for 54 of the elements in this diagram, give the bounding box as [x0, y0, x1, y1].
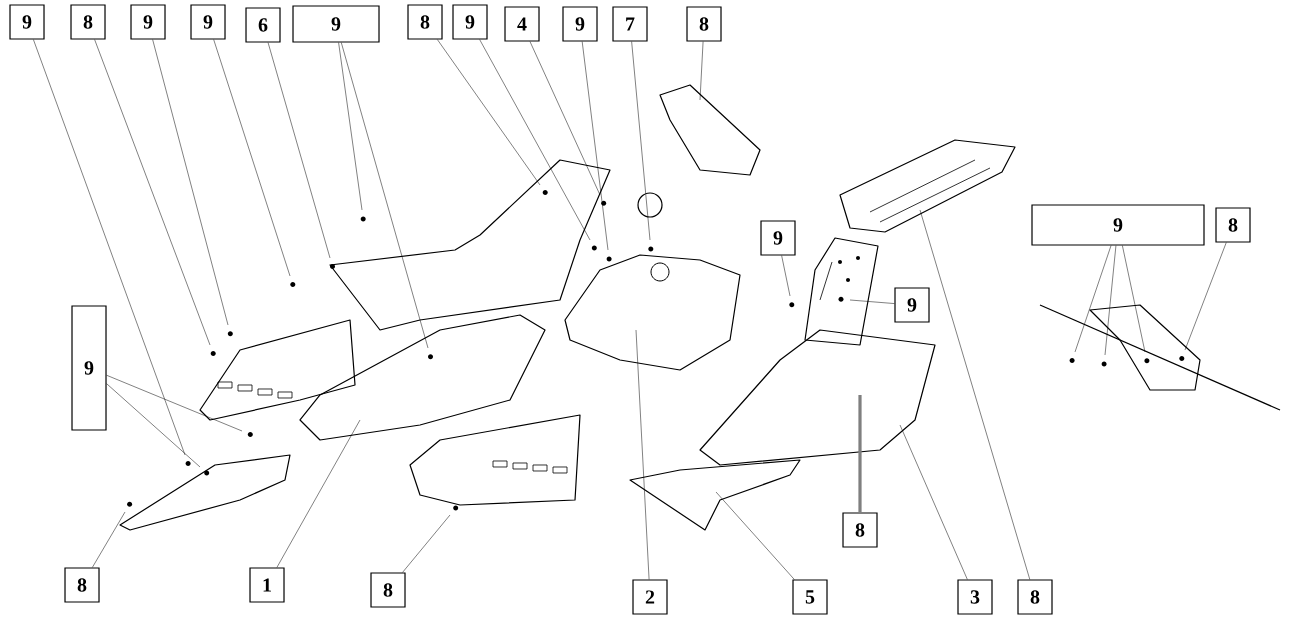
callout-number: 9 — [894, 287, 930, 323]
leader-line — [699, 41, 704, 101]
leader-line — [338, 42, 363, 211]
leader-line — [106, 375, 243, 432]
callout-number: 3 — [957, 579, 993, 615]
callout-number: 8 — [686, 6, 722, 42]
callout-number: 8 — [842, 512, 878, 548]
leader-line — [437, 39, 541, 186]
leader-line — [267, 42, 331, 259]
callout-number: 7 — [612, 6, 648, 42]
leader-line — [402, 514, 451, 573]
leader-line — [919, 209, 1031, 580]
leader-line — [529, 41, 601, 196]
callout-number: 5 — [792, 579, 828, 615]
leader-line — [781, 255, 791, 297]
callout-number: 1 — [249, 567, 285, 603]
leader-line — [715, 491, 795, 580]
leader-line — [341, 42, 429, 349]
leader-line — [92, 511, 126, 568]
callout-number: 9 — [71, 305, 107, 431]
leader-line — [631, 41, 651, 241]
callout-number: 9 — [562, 6, 598, 42]
callout-number: 8 — [1215, 207, 1251, 243]
leader-line — [1184, 242, 1227, 351]
leader-line — [1122, 245, 1146, 353]
callout-number: 9 — [130, 4, 166, 40]
callout-number: 9 — [452, 4, 488, 40]
callout-number: 9 — [9, 4, 45, 40]
callout-number: 4 — [504, 6, 540, 42]
callout-number: 8 — [1017, 579, 1053, 615]
leader-line — [858, 395, 862, 513]
leader-line — [33, 39, 186, 456]
leader-line — [152, 39, 229, 326]
callout-number: 6 — [245, 7, 281, 43]
leader-line — [479, 39, 591, 241]
leader-line — [1104, 245, 1117, 356]
leader-line — [106, 383, 201, 468]
callout-number: 8 — [407, 4, 443, 40]
callout-number: 9 — [760, 220, 796, 256]
callout-number: 9 — [190, 4, 226, 40]
callout-number: 2 — [632, 579, 668, 615]
callout-number: 8 — [64, 567, 100, 603]
leader-line — [849, 299, 895, 304]
leader-line — [899, 424, 968, 580]
leader-line — [276, 419, 361, 568]
leader-line — [213, 39, 291, 277]
leader-line — [94, 39, 211, 346]
leader-line — [635, 329, 650, 580]
leader-line — [1074, 245, 1112, 353]
leader-line — [581, 41, 609, 251]
callout-number: 8 — [70, 4, 106, 40]
callout-number: 9 — [292, 5, 380, 43]
callout-number: 8 — [370, 572, 406, 608]
callout-number: 9 — [1031, 204, 1205, 246]
